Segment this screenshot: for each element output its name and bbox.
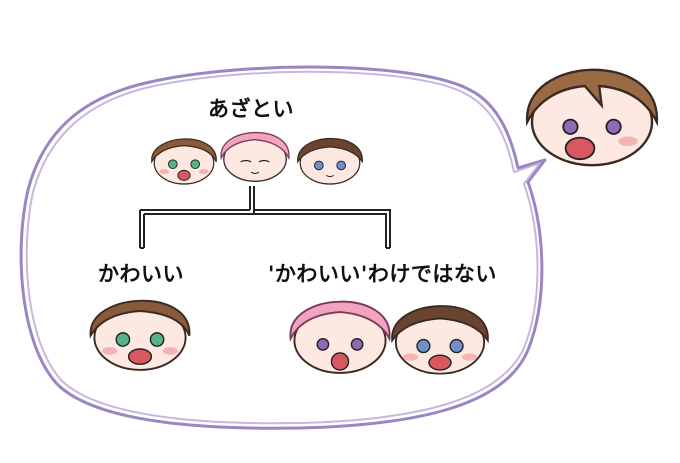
chibi-head-darkbrown-small bbox=[297, 137, 363, 185]
chibi-head-speaker bbox=[525, 68, 659, 167]
chibi-head-brown-large bbox=[89, 299, 191, 371]
speech-bubble-outline bbox=[19, 65, 547, 430]
branch-right-label: 'かわいい'わけではない bbox=[268, 262, 497, 286]
speech-bubble-outline-second-stroke bbox=[25, 70, 541, 425]
branch-left-label: かわいい bbox=[98, 262, 184, 286]
chibi-head-pink-small bbox=[220, 131, 290, 182]
top-category-label: あざとい bbox=[208, 97, 294, 121]
chibi-head-brown-small bbox=[151, 138, 217, 185]
tree-connector bbox=[139, 186, 391, 249]
chibi-head-darkbrown-large bbox=[391, 305, 489, 375]
chibi-head-pink-large bbox=[289, 300, 391, 374]
